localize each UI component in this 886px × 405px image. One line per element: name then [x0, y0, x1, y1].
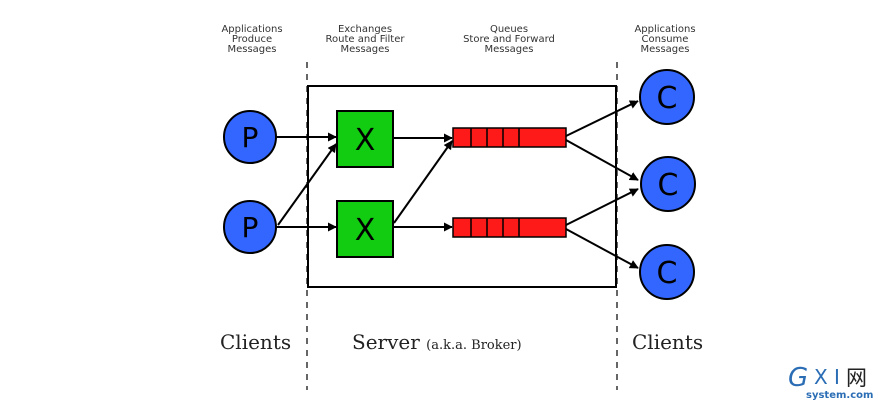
queue-1-body	[452, 127, 567, 148]
queues-heading-line-2: Store and Forward	[463, 34, 555, 45]
exchange-2-box	[336, 200, 394, 258]
queues-heading: Queues Store and Forward Messages	[429, 25, 589, 55]
producers-heading-line-2: Produce	[231, 34, 273, 45]
producer-1-circle	[223, 110, 277, 164]
arrow-q1-c1	[565, 100, 639, 137]
producer-2-letter: P	[242, 211, 259, 244]
server-label-text: Server	[352, 330, 420, 354]
producer-2: P	[223, 200, 277, 254]
svg-text:X: X	[814, 365, 828, 389]
queues-heading-line-1: Queues	[489, 24, 529, 35]
exchange-2: X	[336, 200, 394, 258]
producers-heading-line-1: Applications	[221, 24, 283, 35]
server-label: Server (a.k.a. Broker)	[352, 330, 522, 354]
arrow-q1-c2	[565, 139, 639, 181]
producer-2-circle	[223, 200, 277, 254]
arrow-x2-q1	[393, 140, 453, 224]
consumer-1-circle	[639, 69, 695, 125]
exchanges-heading-line-1: Exchanges	[337, 24, 393, 35]
exchange-1: X	[336, 110, 394, 168]
svg-text:system.com: system.com	[806, 390, 873, 401]
queues-heading-line-3: Messages	[484, 44, 534, 55]
server-label-note: (a.k.a. Broker)	[426, 338, 522, 353]
consumer-2-circle	[640, 156, 696, 212]
consumer-3-circle	[639, 244, 695, 300]
arrow-q2-c2	[565, 188, 639, 226]
exchange-2-letter: X	[355, 213, 376, 248]
connectors	[276, 100, 639, 269]
exchanges-heading-line-3: Messages	[340, 44, 390, 55]
arrow-p2-x1	[277, 143, 337, 226]
site-watermark-logo: G X I 网 system.com	[788, 363, 873, 401]
exchange-1-box	[336, 110, 394, 168]
consumer-2-letter: C	[658, 168, 679, 203]
consumer-3: C	[639, 244, 695, 300]
consumer-3-letter: C	[657, 256, 678, 291]
clients-right-label: Clients	[632, 330, 704, 354]
server-box	[307, 85, 617, 288]
producer-1: P	[223, 110, 277, 164]
consumers-heading-line-1: Applications	[634, 24, 696, 35]
consumers-heading: Applications Consume Messages	[585, 25, 745, 55]
queue-2-body	[452, 217, 567, 238]
producers-heading: Applications Produce Messages	[172, 25, 332, 55]
queue-1	[452, 127, 567, 148]
consumers-heading-line-2: Consume	[641, 34, 689, 45]
consumer-1-letter: C	[657, 81, 678, 116]
consumers-heading-line-3: Messages	[640, 44, 690, 55]
svg-text:G: G	[788, 363, 808, 393]
arrow-q2-c3	[565, 228, 639, 269]
svg-text:网: 网	[846, 366, 867, 390]
svg-text:I: I	[834, 365, 840, 389]
exchange-1-letter: X	[355, 123, 376, 158]
clients-left-label: Clients	[220, 330, 292, 354]
exchanges-heading-line-2: Route and Filter	[325, 34, 405, 45]
consumer-1: C	[639, 69, 695, 125]
queue-2	[452, 217, 567, 238]
consumer-2: C	[640, 156, 696, 212]
producer-1-letter: P	[242, 121, 259, 154]
producers-heading-line-3: Messages	[227, 44, 277, 55]
exchanges-heading: Exchanges Route and Filter Messages	[285, 25, 445, 55]
